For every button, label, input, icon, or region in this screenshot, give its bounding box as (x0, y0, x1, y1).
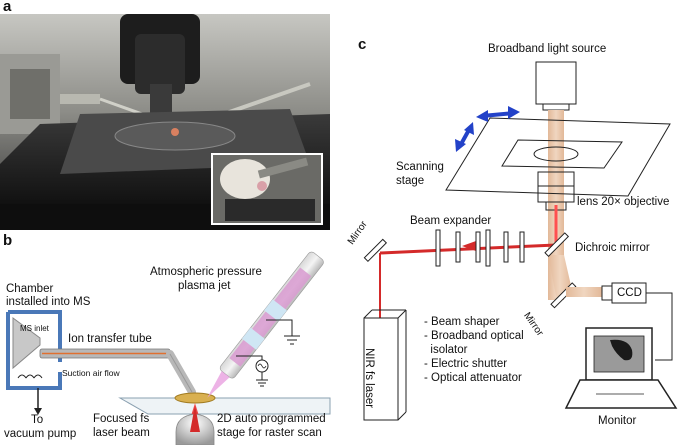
suction-label: Suction air flow (62, 368, 120, 378)
stage-label-line2: stage for raster scan (217, 427, 322, 439)
component-item: - Optical attenuator (424, 372, 522, 384)
vacuum-label-line2: vacuum pump (4, 428, 77, 440)
beam-expander-label: Beam expander (410, 215, 492, 227)
raster-stage (118, 397, 331, 415)
nir-laser-label: NIR fs laser (363, 348, 375, 409)
chamber-label-line2: installed into MS (6, 296, 91, 308)
scanning-stage-label-line1: Scanning (396, 161, 444, 173)
ms-inlet-label: MS inlet (20, 324, 49, 333)
plasma-jet (207, 251, 324, 398)
dichroic-label: Dichroic mirror (575, 242, 650, 254)
expander-lens-1 (435, 229, 441, 267)
stage-label-line1: 2D auto programmed (217, 413, 326, 425)
slide (501, 139, 623, 169)
dichroic-mirror (544, 232, 570, 258)
plasma-label-line1: Atmospheric pressure (150, 266, 262, 278)
scanning-stage-label-line2: stage (396, 175, 425, 187)
objective-label: lens 20× objective (577, 196, 670, 208)
component-item: - Electric shutter (424, 358, 508, 370)
laser-path-horizontal (379, 243, 557, 255)
ground-wire (266, 319, 300, 345)
panel-a-letter: a (3, 0, 12, 15)
stage-plane (445, 117, 671, 197)
chamber-frame (6, 310, 62, 390)
nir-laser-box (363, 317, 399, 421)
component-item: - Beam shaper (424, 316, 500, 328)
component-item: - Broadband optical (424, 330, 524, 342)
chamber-label-line1: Chamber (6, 283, 54, 295)
ccd-cable (646, 292, 673, 361)
panel-c-letter: c (358, 36, 367, 53)
panel-b-letter: b (3, 232, 13, 249)
vacuum-label-line1: To (31, 414, 44, 426)
ccd-lens (601, 285, 613, 301)
laser-label-line1: Focused fs (93, 413, 150, 425)
ms-inlet (12, 317, 41, 370)
ion-tube-label: Ion transfer tube (68, 333, 152, 345)
light-source-label: Broadband light source (488, 43, 607, 55)
component-item: isolator (424, 344, 468, 356)
mirror-left (363, 238, 388, 263)
plasma-label-line2: plasma jet (178, 280, 231, 292)
lab-setup-photo (0, 14, 330, 230)
panel-c (363, 61, 678, 421)
ccd-label: CCD (617, 287, 642, 299)
suction-arcs (17, 374, 43, 379)
laser-label-line2: laser beam (93, 427, 150, 439)
panel-b (6, 251, 331, 445)
monitor-label: Monitor (598, 415, 637, 427)
light-source-housing (535, 61, 577, 105)
